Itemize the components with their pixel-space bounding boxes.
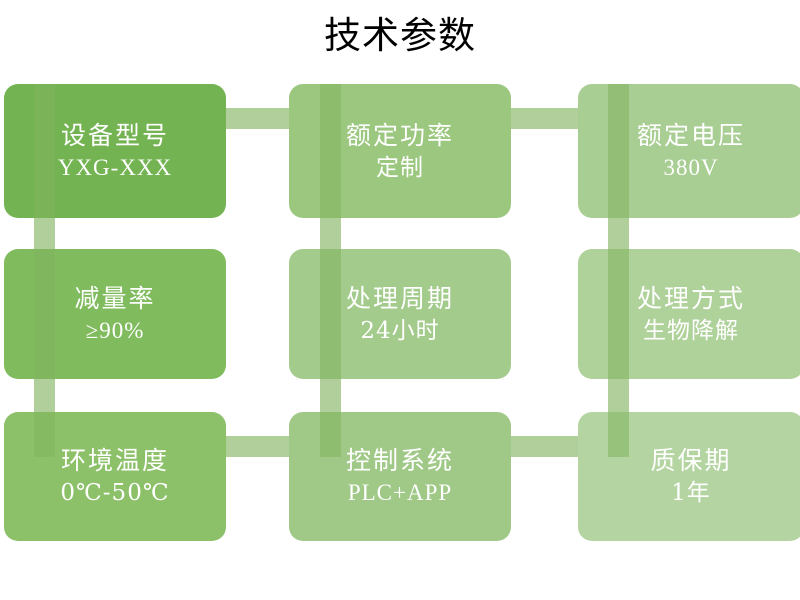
connector-overlay-left-row1 — [34, 84, 55, 218]
param-card-label: 控制系统 — [345, 446, 454, 475]
page-title: 技术参数 — [324, 14, 476, 57]
connector-horizontal-top-2 — [497, 108, 593, 129]
param-card-value: 定制 — [376, 154, 424, 181]
param-card-value: 380V — [663, 154, 719, 180]
param-card-label: 设备型号 — [60, 120, 169, 150]
connector-vertical-right-2 — [608, 368, 629, 426]
connector-horizontal-bottom-2 — [497, 436, 593, 457]
param-card-value: 24小时 — [360, 317, 440, 344]
connector-overlay-left-row2 — [34, 249, 55, 379]
param-card-label: 环境温度 — [60, 446, 169, 475]
param-card-label: 额定功率 — [345, 120, 454, 150]
param-card-value: 0℃-50℃ — [60, 480, 170, 506]
connector-horizontal-bottom-1 — [212, 436, 305, 457]
param-card-ambient-temperature[interactable]: 环境温度 0℃-50℃ — [4, 412, 226, 541]
connector-overlay-right-row2 — [608, 249, 629, 379]
connector-overlay-mid-row3 — [320, 412, 341, 457]
param-card-label: 处理周期 — [345, 283, 454, 313]
param-card-value: ≥90% — [85, 317, 145, 343]
connector-overlay-left-row3 — [34, 412, 55, 457]
param-card-label: 减量率 — [74, 283, 156, 313]
param-card-value: YXG-XXX — [57, 154, 173, 180]
param-card-label: 处理方式 — [636, 283, 745, 313]
connector-vertical-mid-2 — [320, 368, 341, 426]
connector-overlay-right-row3 — [608, 412, 629, 457]
param-card-value: 1年 — [671, 480, 711, 506]
param-card-label: 额定电压 — [636, 120, 745, 150]
connector-overlay-right-row1 — [608, 84, 629, 218]
connector-overlay-mid-row2 — [320, 249, 341, 379]
connector-horizontal-top-1 — [212, 108, 305, 129]
connector-vertical-left-2 — [34, 368, 55, 426]
connector-overlay-mid-row1 — [320, 84, 341, 218]
param-card-value: PLC+APP — [347, 480, 453, 505]
param-card-label: 质保期 — [650, 446, 732, 475]
param-card-value: 生物降解 — [643, 317, 739, 344]
